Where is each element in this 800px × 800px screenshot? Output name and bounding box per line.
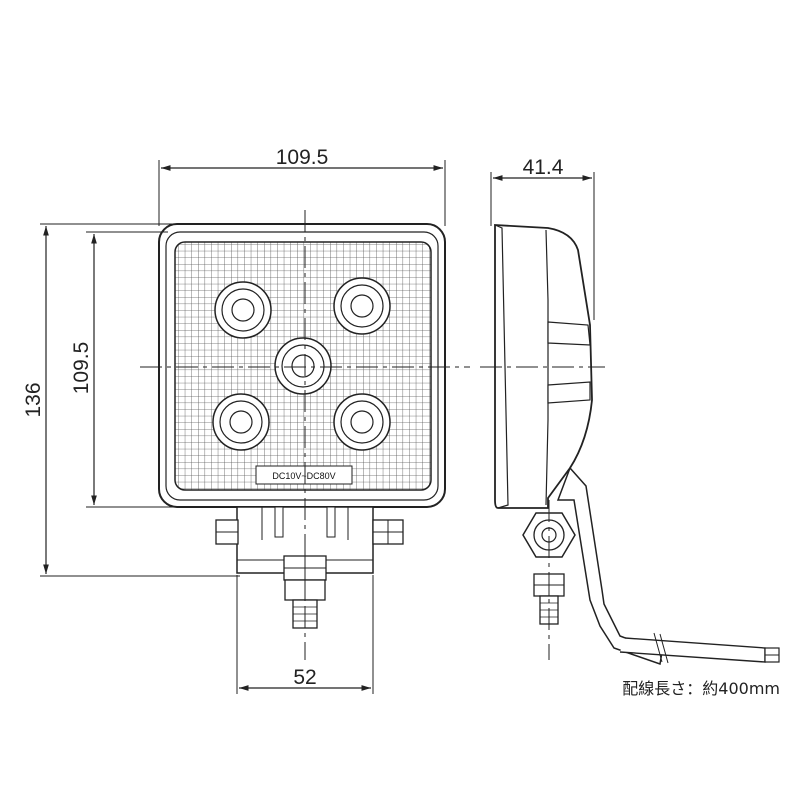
cable-length-note: 配線長さ：約400mm xyxy=(622,679,780,698)
led-top-left xyxy=(214,281,272,339)
dim-front-height: 109.5 xyxy=(70,342,93,395)
side-fin-bottom xyxy=(547,381,591,404)
led-bottom-right xyxy=(333,393,391,451)
dim-front-width: 109.5 xyxy=(276,146,329,169)
side-view: 41.4 xyxy=(480,156,780,666)
dim-bracket-width: 52 xyxy=(293,666,316,689)
voltage-label-box xyxy=(255,465,353,485)
housing-inner xyxy=(165,231,439,501)
front-extension-lines xyxy=(40,160,446,694)
side-front-plate xyxy=(494,224,509,509)
led-top-right xyxy=(333,277,391,335)
dim-overall-height: 136 xyxy=(22,382,45,417)
voltage-label: DC10V~DC80V xyxy=(272,471,335,481)
front-center-lines xyxy=(140,210,470,660)
dim-side-depth: 41.4 xyxy=(523,156,564,179)
front-view: DC10V~DC80V xyxy=(22,146,470,694)
led-bottom-left xyxy=(212,393,270,451)
led-center xyxy=(274,337,332,395)
side-center-lines xyxy=(480,366,605,660)
side-bracket-arm xyxy=(556,466,663,666)
side-fin-top xyxy=(547,321,591,346)
